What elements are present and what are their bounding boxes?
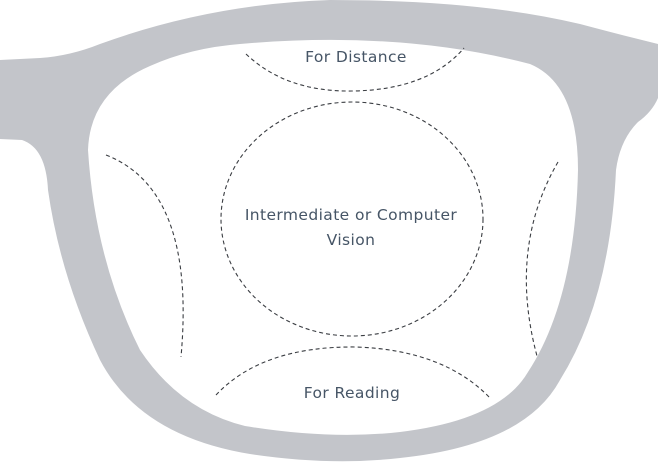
distance-zone-label: For Distance: [305, 48, 407, 66]
reading-zone-label: For Reading: [303, 384, 401, 402]
distance-zone-outline: [245, 47, 465, 92]
right-peripheral-zone-outline: [525, 161, 559, 357]
left-peripheral-zone-outline: [105, 154, 184, 358]
intermediate-zone-outline: [220, 101, 484, 337]
lens-area: [88, 39, 578, 435]
intermediate-zone-label: Intermediate or Computer Vision: [244, 206, 458, 249]
